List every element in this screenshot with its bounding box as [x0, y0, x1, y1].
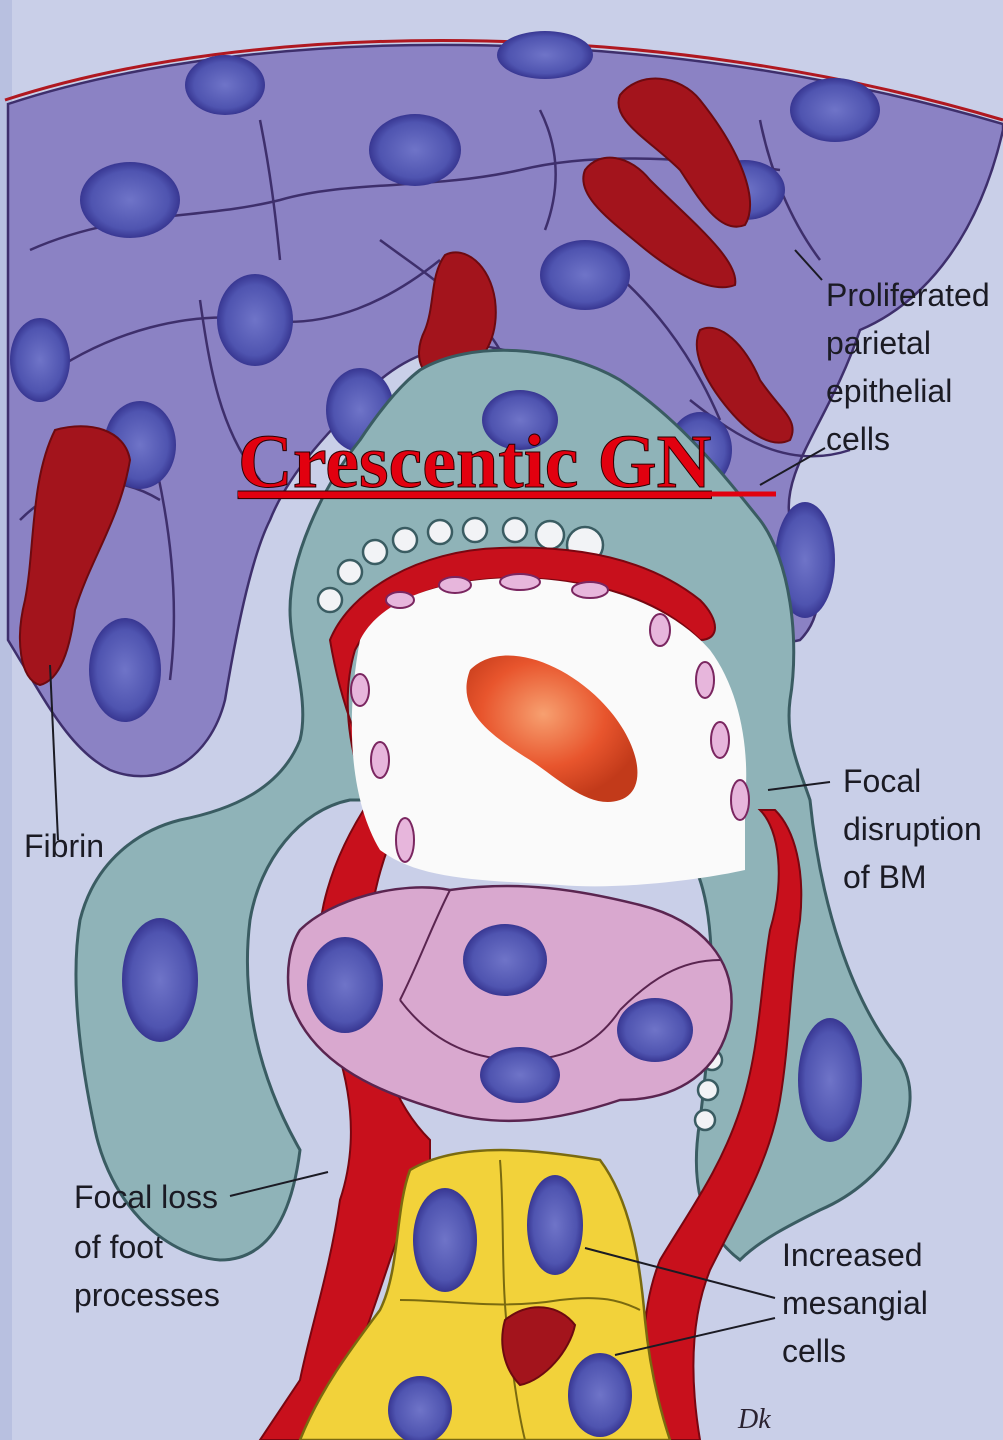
endothelial-nucleus [463, 924, 547, 996]
mesangial-nucleus [413, 1188, 477, 1292]
label-mesangial-3: cells [782, 1333, 846, 1369]
label-mesangial-1: Increased [782, 1237, 923, 1273]
label-focal-disruption-3: of BM [843, 859, 927, 895]
nucleus [540, 240, 630, 310]
diagram-title: Crescentic GN [238, 420, 711, 504]
label-focal-disruption-2: disruption [843, 811, 982, 847]
endothelial-nucleus [617, 998, 693, 1062]
label-proliferated-1: Proliferated [826, 277, 990, 313]
nucleus [80, 162, 180, 238]
nucleus [185, 55, 265, 115]
endothelial-nucleus [307, 937, 383, 1033]
podocyte-nucleus [122, 918, 198, 1042]
nucleus [89, 618, 161, 722]
nucleus [217, 274, 293, 366]
mesangial-nucleus [568, 1353, 632, 1437]
label-focal-loss-2: of foot [74, 1229, 163, 1265]
nucleus [10, 318, 70, 402]
nucleus [497, 31, 593, 79]
label-focal-loss-3: processes [74, 1277, 220, 1313]
label-mesangial-2: mesangial [782, 1285, 928, 1321]
mesangial-nucleus [527, 1175, 583, 1275]
label-proliferated-3: epithelial [826, 373, 952, 409]
nucleus [369, 114, 461, 186]
nucleus [790, 78, 880, 142]
endothelial-nucleus [480, 1047, 560, 1103]
label-focal-loss-1: Focal loss [74, 1179, 218, 1215]
label-fibrin: Fibrin [24, 828, 104, 864]
podocyte-nucleus [798, 1018, 862, 1142]
label-focal-disruption-1: Focal [843, 763, 921, 799]
artist-signature: Dk [737, 1404, 771, 1435]
label-proliferated-4: cells [826, 421, 890, 457]
label-proliferated-2: parietal [826, 325, 931, 361]
